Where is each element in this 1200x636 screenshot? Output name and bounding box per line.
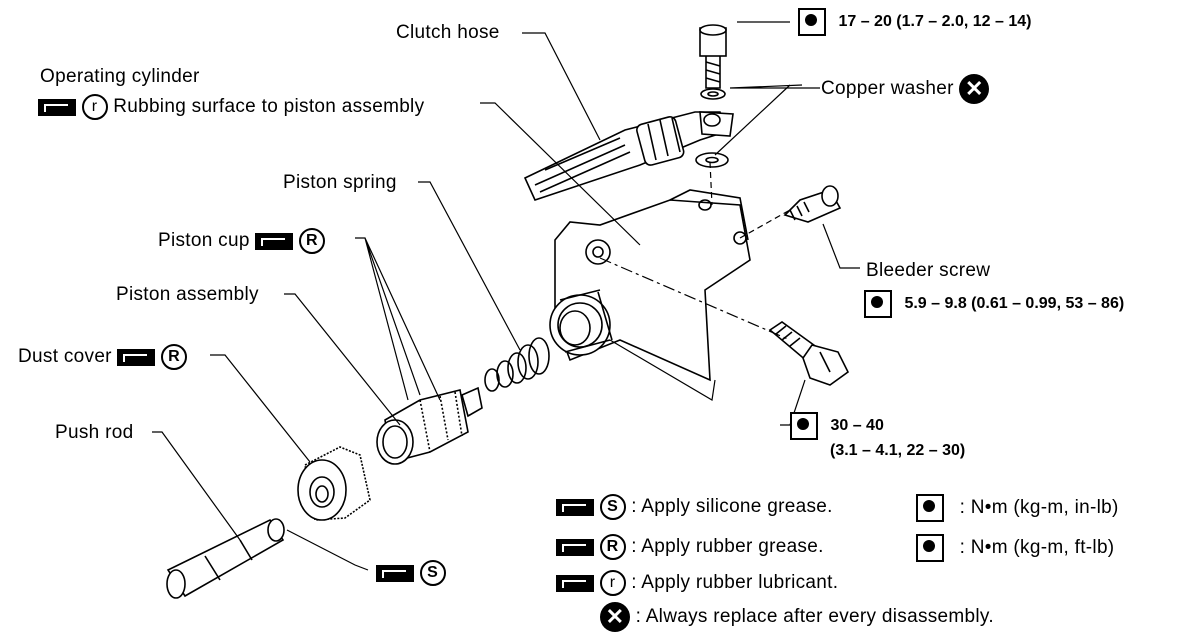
silicone-grease-icon: S bbox=[419, 560, 446, 586]
torque-ftlb-icon bbox=[790, 412, 818, 440]
grease-icon bbox=[38, 98, 76, 116]
push-rod-grease-row: S bbox=[376, 560, 446, 586]
legend-rubber-lubricant-text: : Apply rubber lubricant. bbox=[631, 572, 839, 594]
clutch-hose-part bbox=[523, 111, 726, 201]
hose-bolt-torque-row: 17 – 20 (1.7 – 2.0, 12 – 14) bbox=[798, 8, 1031, 36]
rubber-lubricant-icon: r bbox=[599, 570, 626, 596]
piston-spring-part bbox=[484, 337, 550, 392]
legend-nm-ftlb-text: : N•m (kg-m, ft-lb) bbox=[959, 537, 1115, 559]
bleeder-torque-row: 5.9 – 9.8 (0.61 – 0.99, 53 – 86) bbox=[864, 290, 1124, 318]
grease-icon bbox=[556, 538, 594, 556]
bleeder-torque: 5.9 – 9.8 (0.61 – 0.99, 53 – 86) bbox=[904, 295, 1125, 313]
hose-bolt-part bbox=[695, 24, 734, 168]
torque-ftlb-icon bbox=[916, 534, 944, 562]
legend-nm-inlb-text: : N•m (kg-m, in-lb) bbox=[959, 497, 1119, 519]
operating-cylinder-label: Operating cylinder bbox=[40, 66, 200, 87]
push-rod-label: Push rod bbox=[55, 422, 134, 443]
grease-icon bbox=[556, 574, 594, 592]
silicone-grease-icon: S bbox=[599, 494, 626, 520]
piston-cup-row: Piston cup R bbox=[158, 228, 325, 254]
legend-nm-inlb: : N•m (kg-m, in-lb) bbox=[916, 494, 1119, 522]
dust-cover-row: Dust cover R bbox=[18, 344, 187, 370]
legend-silicone: S : Apply silicone grease. bbox=[556, 494, 833, 520]
grease-icon bbox=[376, 564, 414, 582]
rubber-lubricant-icon: r bbox=[81, 94, 108, 120]
legend-replace: ✕ : Always replace after every disassemb… bbox=[600, 602, 994, 632]
legend-rubber-lubricant: r : Apply rubber lubricant. bbox=[556, 570, 838, 596]
legend-rubber-grease-text: : Apply rubber grease. bbox=[631, 536, 824, 558]
bleeder-screw-label: Bleeder screw bbox=[866, 260, 991, 281]
legend-nm-ftlb: : N•m (kg-m, ft-lb) bbox=[916, 534, 1114, 562]
legend-rubber-grease: R : Apply rubber grease. bbox=[556, 534, 824, 560]
clutch-hose-label: Clutch hose bbox=[396, 22, 500, 43]
legend-replace-text: : Always replace after every disassembly… bbox=[635, 606, 994, 628]
hose-bolt-torque: 17 – 20 (1.7 – 2.0, 12 – 14) bbox=[838, 13, 1032, 31]
replace-icon: ✕ bbox=[600, 602, 630, 632]
piston-spring-label: Piston spring bbox=[283, 172, 397, 193]
mount-bolt-torque-1: 30 – 40 bbox=[830, 417, 884, 435]
dust-cover-part bbox=[297, 446, 371, 521]
grease-icon bbox=[255, 232, 294, 250]
operating-cylinder-part bbox=[549, 189, 751, 382]
piston-assembly-part bbox=[376, 386, 483, 465]
mounting-bolt-part bbox=[768, 321, 850, 386]
mount-bolt-torque-2: (3.1 – 4.1, 22 – 30) bbox=[830, 442, 966, 459]
legend-silicone-text: : Apply silicone grease. bbox=[631, 496, 833, 518]
rubber-grease-icon: R bbox=[298, 228, 325, 254]
copper-washer-row: Copper washer ✕ bbox=[821, 74, 990, 104]
copper-washer-label: Copper washer bbox=[821, 78, 954, 100]
replace-icon: ✕ bbox=[959, 74, 990, 104]
rubbing-surface-row: r Rubbing surface to piston assembly bbox=[38, 94, 424, 120]
torque-inlb-icon bbox=[864, 290, 892, 318]
rubber-grease-icon: R bbox=[161, 344, 187, 370]
push-rod-part bbox=[166, 518, 285, 599]
torque-ftlb-icon bbox=[798, 8, 826, 36]
mount-bolt-torque-row: 30 – 40 bbox=[790, 412, 884, 440]
bleeder-screw-part bbox=[783, 185, 842, 223]
rubbing-surface-label: Rubbing surface to piston assembly bbox=[113, 96, 425, 118]
piston-cup-label: Piston cup bbox=[158, 230, 250, 252]
piston-assembly-label: Piston assembly bbox=[116, 284, 259, 305]
grease-icon bbox=[556, 498, 594, 516]
torque-inlb-icon bbox=[916, 494, 944, 522]
dust-cover-label: Dust cover bbox=[18, 346, 112, 368]
grease-icon bbox=[117, 348, 156, 366]
rubber-grease-icon: R bbox=[599, 534, 626, 560]
